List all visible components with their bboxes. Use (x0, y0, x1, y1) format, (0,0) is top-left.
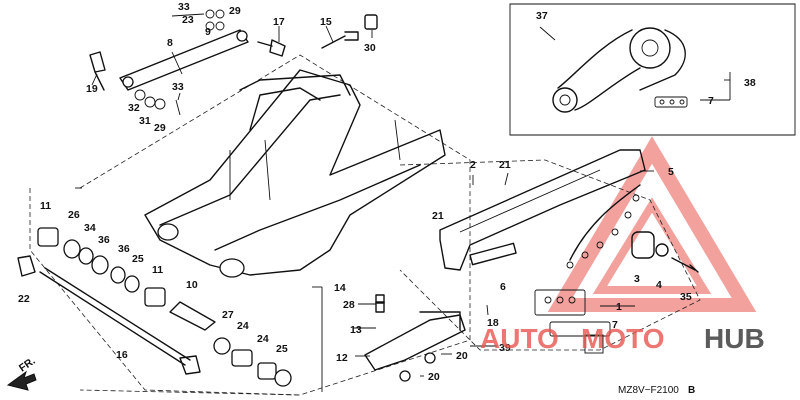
part-label: 9 (205, 26, 211, 38)
part-label: 19 (86, 83, 98, 95)
direction-label: FR. (17, 355, 38, 375)
part-label: 36 (98, 234, 110, 246)
callout-box-bearings (29, 188, 301, 396)
watermark-auto: AUTO (480, 323, 559, 354)
part-label: 29 (154, 122, 166, 134)
part-label: 13 (350, 324, 362, 336)
leader-lines (91, 13, 731, 392)
watermark-hub: HUB (704, 323, 765, 354)
part-label: 11 (152, 264, 163, 276)
torque-link (119, 29, 249, 91)
part-label: 6 (500, 281, 506, 293)
part-label: 2 (470, 159, 476, 171)
drawing-code-suffix: B (688, 385, 695, 396)
part-label: 21 (499, 159, 511, 171)
watermark-text: AUTO MOTO HUB (480, 323, 765, 354)
part-label: 11 (40, 200, 51, 212)
part-label: 28 (343, 299, 355, 311)
part-number-labels: 1 2 3 4 5 6 7 7 8 9 10 11 11 12 13 14 15… (18, 1, 756, 383)
drawing-code: MZ8V−F2100 B (618, 385, 695, 396)
swingarm (144, 69, 446, 278)
part-label: 37 (536, 10, 548, 22)
part-label: 25 (276, 343, 288, 355)
watermark-logo (547, 136, 757, 312)
part-label: 20 (456, 350, 468, 362)
drawing-code-text: MZ8V−F2100 (618, 385, 679, 396)
part-label: 32 (128, 102, 140, 114)
part-label: 20 (428, 371, 440, 383)
part-label: 30 (364, 42, 376, 54)
part-label: 23 (182, 14, 194, 26)
part-label: 3 (634, 273, 640, 285)
part-label: 39 (499, 342, 511, 354)
part-label: 14 (334, 282, 346, 294)
part-label: 8 (167, 37, 173, 49)
part-label: 15 (320, 16, 332, 28)
part-label: 24 (257, 333, 269, 345)
part-label: 4 (656, 279, 662, 291)
part-label: 31 (139, 115, 151, 127)
part-label: 33 (172, 81, 184, 93)
chain-guard (439, 149, 699, 354)
part-label: 29 (229, 5, 241, 17)
part-label: 38 (744, 77, 756, 89)
callout-box-chaincase (399, 159, 701, 351)
callout-box-chain-kit (509, 3, 796, 136)
chain-kit (552, 27, 688, 113)
part-label: 16 (116, 349, 128, 361)
part-label: 7 (612, 319, 618, 331)
part-label: 12 (336, 352, 348, 364)
part-label: 5 (668, 166, 674, 178)
front-direction-arrow: FR. (6, 355, 38, 391)
part-label: 22 (18, 293, 30, 305)
hardware-top (89, 9, 378, 116)
watermark-moto: MOTO (581, 323, 664, 354)
part-label: 25 (132, 253, 144, 265)
part-label: 27 (222, 309, 234, 321)
part-label: 7 (708, 95, 714, 107)
part-label: 18 (487, 317, 499, 329)
pivot-assembly (17, 227, 292, 387)
part-label: 10 (186, 279, 198, 291)
part-label: 17 (273, 16, 285, 28)
part-label: 1 (616, 301, 622, 313)
shock-link (364, 294, 466, 382)
part-label: 26 (68, 209, 80, 221)
part-label: 34 (84, 222, 96, 234)
part-label: 33 (178, 1, 190, 13)
part-label: 24 (237, 320, 249, 332)
part-label: 36 (118, 243, 130, 255)
part-label: 21 (432, 210, 444, 222)
part-label: 35 (680, 291, 692, 303)
